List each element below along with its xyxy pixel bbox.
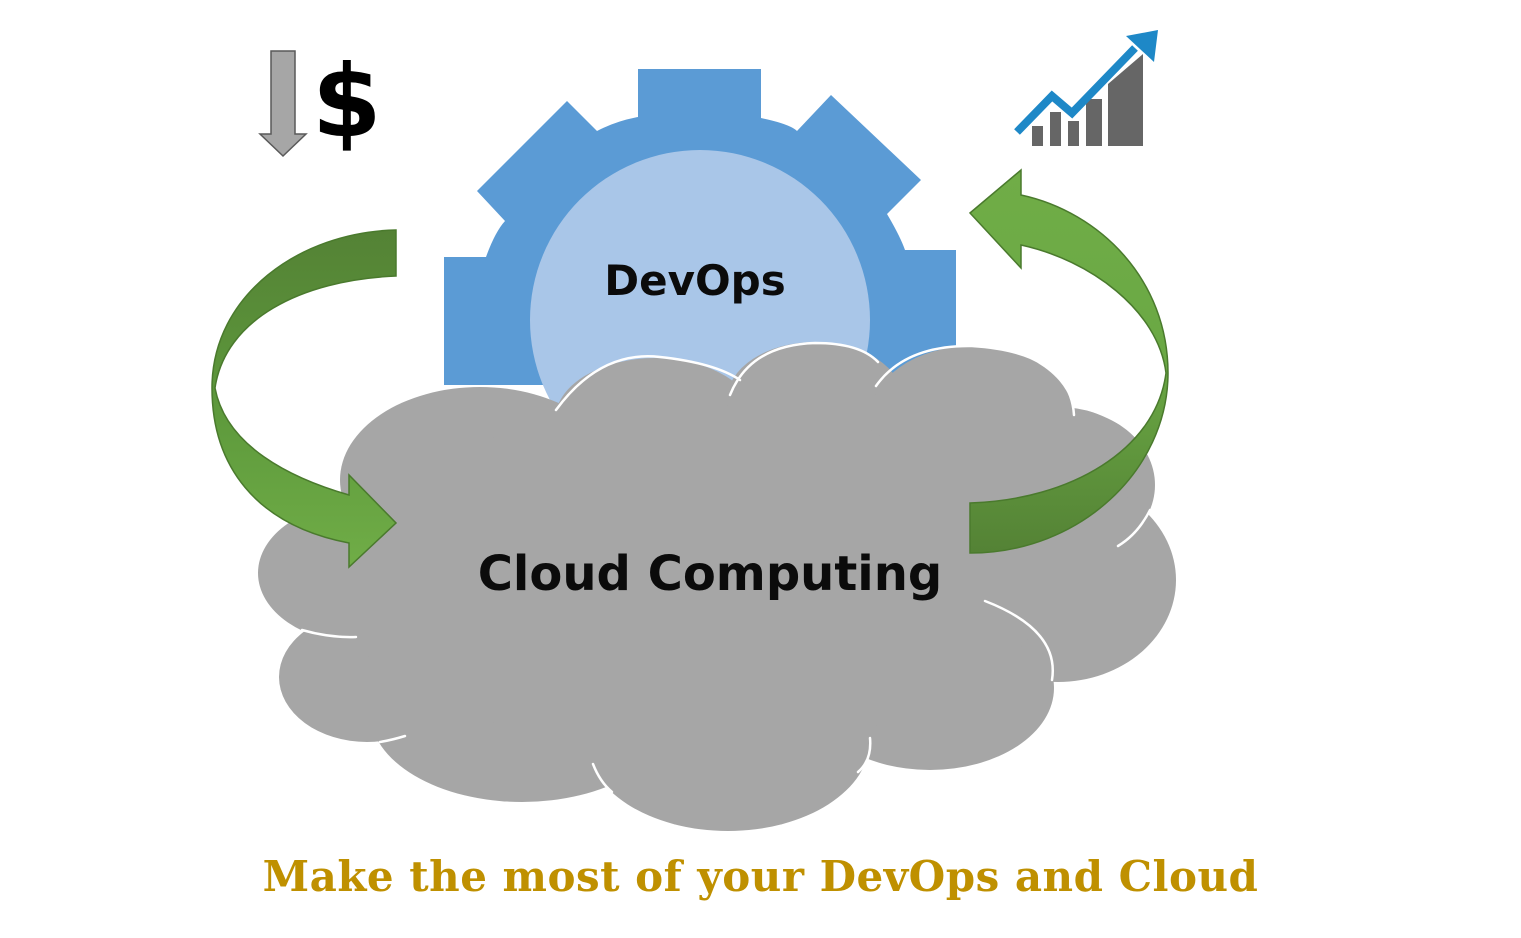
devops-label: DevOps xyxy=(604,256,786,305)
cloud-computing-label: Cloud Computing xyxy=(478,546,943,602)
down-arrow-icon xyxy=(258,50,308,158)
growth-chart-icon xyxy=(1014,30,1158,146)
dollar-sign: $ xyxy=(312,43,382,160)
cycle-arrow-left-icon xyxy=(211,229,398,569)
cycle-arrow-right-icon xyxy=(968,168,1169,554)
cloud-highlights xyxy=(300,341,1152,794)
dollar-down-icon: $ xyxy=(258,43,382,160)
tagline: Make the most of your DevOps and Cloud xyxy=(262,852,1259,901)
